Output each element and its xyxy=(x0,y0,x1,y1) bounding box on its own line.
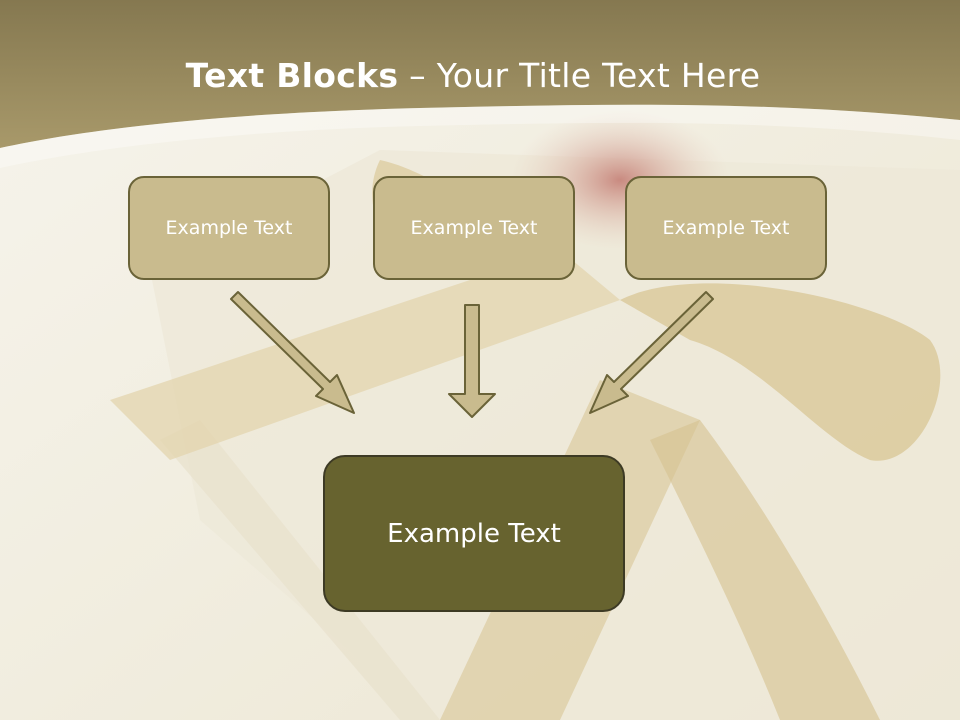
result-block[interactable]: Example Text xyxy=(323,455,625,612)
text-block-1[interactable]: Example Text xyxy=(128,176,330,280)
text-block-3[interactable]: Example Text xyxy=(625,176,827,280)
text-block-2[interactable]: Example Text xyxy=(373,176,575,280)
title-separator: – xyxy=(398,56,437,95)
title-bold: Text Blocks xyxy=(185,56,399,95)
result-block-label: Example Text xyxy=(387,518,561,549)
text-block-3-label: Example Text xyxy=(662,217,790,239)
title-rest: Your Title Text Here xyxy=(436,56,761,95)
text-block-2-label: Example Text xyxy=(410,217,538,239)
text-block-1-label: Example Text xyxy=(165,217,293,239)
slide-title: Text Blocks – Your Title Text Here xyxy=(0,56,946,95)
